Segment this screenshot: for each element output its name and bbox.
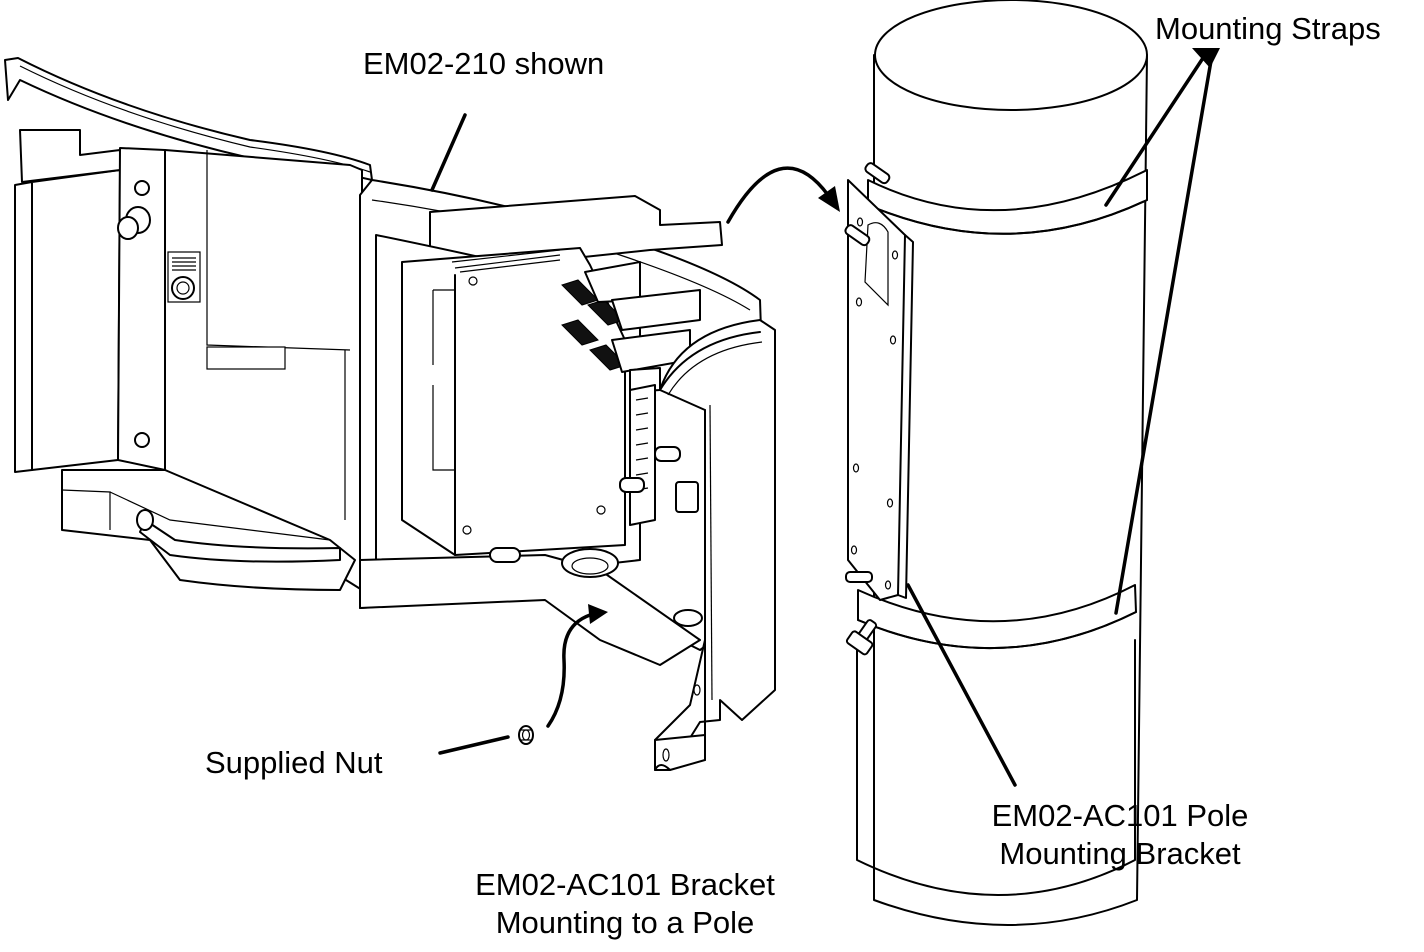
leader-strap-upper [1104, 53, 1207, 207]
callout-mounting-straps: Mounting Straps [1155, 11, 1381, 46]
strap-clamp-screw [845, 619, 878, 656]
enclosure-front-cover [654, 319, 776, 771]
pole-top [874, 0, 1148, 111]
leader-strap-junction [1192, 48, 1220, 68]
mounting-strap-lower [845, 584, 1137, 656]
callout-pole-bracket-line1: EM02-AC101 Pole [991, 798, 1249, 833]
figure-caption-line1: EM02-AC101 Bracket [475, 867, 775, 902]
enclosure-door [4, 57, 373, 591]
pole-mounting-bracket [844, 162, 914, 601]
leader-model-shown [430, 113, 467, 192]
callout-pole-bracket: EM02-AC101 Pole Mounting Bracket [950, 797, 1290, 873]
arrow-nut-to-stud [546, 604, 608, 728]
arrow-to-bracket [726, 166, 840, 224]
callout-model-shown: EM02-210 shown [363, 46, 605, 81]
leader-pole-bracket [906, 583, 1017, 787]
leader-strap-lower [1114, 53, 1214, 615]
figure-caption-line2: Mounting to a Pole [495, 905, 755, 940]
callout-supplied-nut: Supplied Nut [205, 745, 383, 780]
door-latch-knob [117, 206, 151, 240]
door-vent-grille [167, 251, 201, 303]
figure-caption: EM02-AC101 Bracket Mounting to a Pole [400, 866, 850, 942]
leader-supplied-nut [438, 735, 510, 755]
supplied-nut [518, 725, 534, 745]
mounting-strap-upper [867, 169, 1148, 235]
callout-pole-bracket-line2: Mounting Bracket [999, 836, 1241, 871]
pole [856, 0, 1148, 926]
